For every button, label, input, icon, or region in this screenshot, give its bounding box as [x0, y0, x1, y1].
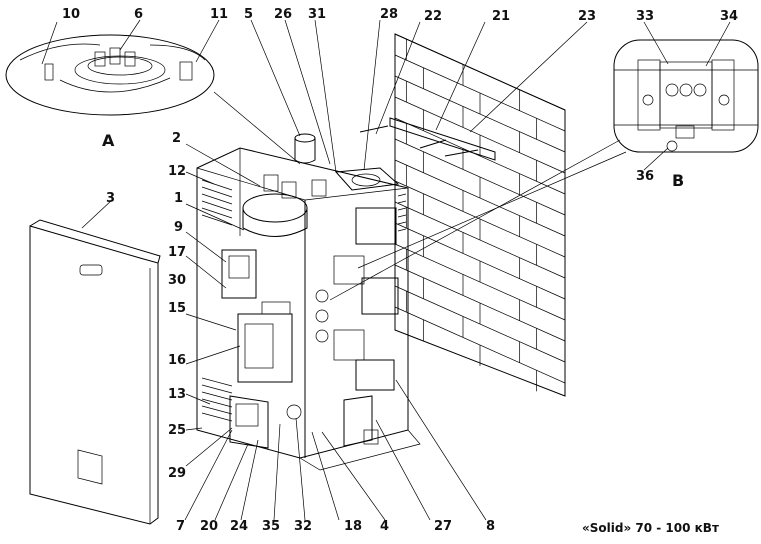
- label-15: 15: [168, 301, 186, 316]
- vent-slot: [201, 398, 233, 408]
- label-33: 33: [636, 9, 654, 24]
- brick-course: [394, 243, 566, 321]
- logo-badge: [79, 264, 103, 276]
- vent-slot: [397, 221, 407, 225]
- leader-lines: [41, 19, 731, 521]
- label-31: 31: [308, 7, 326, 22]
- vent-slot: [201, 391, 233, 401]
- label-30: 30: [168, 273, 186, 288]
- vent-slot: [201, 193, 233, 205]
- label-6: 6: [134, 7, 143, 22]
- label-36: 36: [636, 169, 654, 184]
- inspection-window: [77, 449, 103, 485]
- wall-mounting-bracket: [359, 117, 496, 161]
- label-9: 9: [174, 220, 183, 235]
- brick-course: [394, 33, 566, 111]
- label-2: 2: [172, 131, 181, 146]
- vent-slot: [201, 207, 233, 219]
- brick-course: [394, 75, 566, 153]
- label-24: 24: [230, 519, 248, 534]
- vent-slot: [397, 200, 407, 204]
- vent-slot: [201, 179, 233, 191]
- label-13: 13: [168, 387, 186, 402]
- label-16: 16: [168, 353, 186, 368]
- boiler-body: [196, 133, 421, 471]
- model-caption: «Solid» 70 - 100 кВт: [582, 521, 719, 535]
- label-3: 3: [106, 191, 115, 206]
- vent-slot: [201, 200, 233, 212]
- vent-slot: [397, 193, 407, 197]
- label-11: 11: [210, 7, 228, 22]
- label-20: 20: [200, 519, 218, 534]
- label-26: 26: [274, 7, 292, 22]
- label-22: 22: [424, 9, 442, 24]
- label-28: 28: [380, 7, 398, 22]
- brick-course: [394, 159, 566, 237]
- label-10: 10: [62, 7, 80, 22]
- part-labels: 10 6 11 5 26 31 28 22 21 23 33 34 2 12 1…: [62, 7, 738, 535]
- label-1: 1: [174, 191, 183, 206]
- label-12: 12: [168, 164, 186, 179]
- vent-slot: [397, 214, 407, 218]
- front-cover-panel: [29, 219, 161, 525]
- callout-b: B: [672, 171, 684, 190]
- label-29: 29: [168, 466, 186, 481]
- label-17: 17: [168, 245, 186, 260]
- label-35: 35: [262, 519, 280, 534]
- detail-b-view: [613, 39, 759, 153]
- vent-slot: [397, 228, 407, 232]
- label-27: 27: [434, 519, 452, 534]
- label-32: 32: [294, 519, 312, 534]
- brick-course: [394, 285, 566, 363]
- vent-slot: [201, 186, 233, 198]
- label-25: 25: [168, 423, 186, 438]
- brick-course: [394, 117, 566, 195]
- vent-slot: [397, 207, 407, 211]
- label-18: 18: [344, 519, 362, 534]
- label-21: 21: [492, 9, 510, 24]
- label-4: 4: [380, 519, 389, 534]
- vent-slot: [201, 405, 233, 415]
- label-8: 8: [486, 519, 495, 534]
- label-7: 7: [176, 519, 185, 534]
- label-5: 5: [244, 7, 253, 22]
- vent-slot: [201, 412, 233, 422]
- vent-slot: [201, 384, 233, 394]
- label-23: 23: [578, 9, 596, 24]
- callout-a: A: [102, 131, 115, 150]
- brick-course: [394, 201, 566, 279]
- vent-slot: [201, 377, 233, 387]
- label-34: 34: [720, 9, 738, 24]
- detail-a-view: [5, 34, 215, 116]
- vent-slot: [201, 214, 233, 226]
